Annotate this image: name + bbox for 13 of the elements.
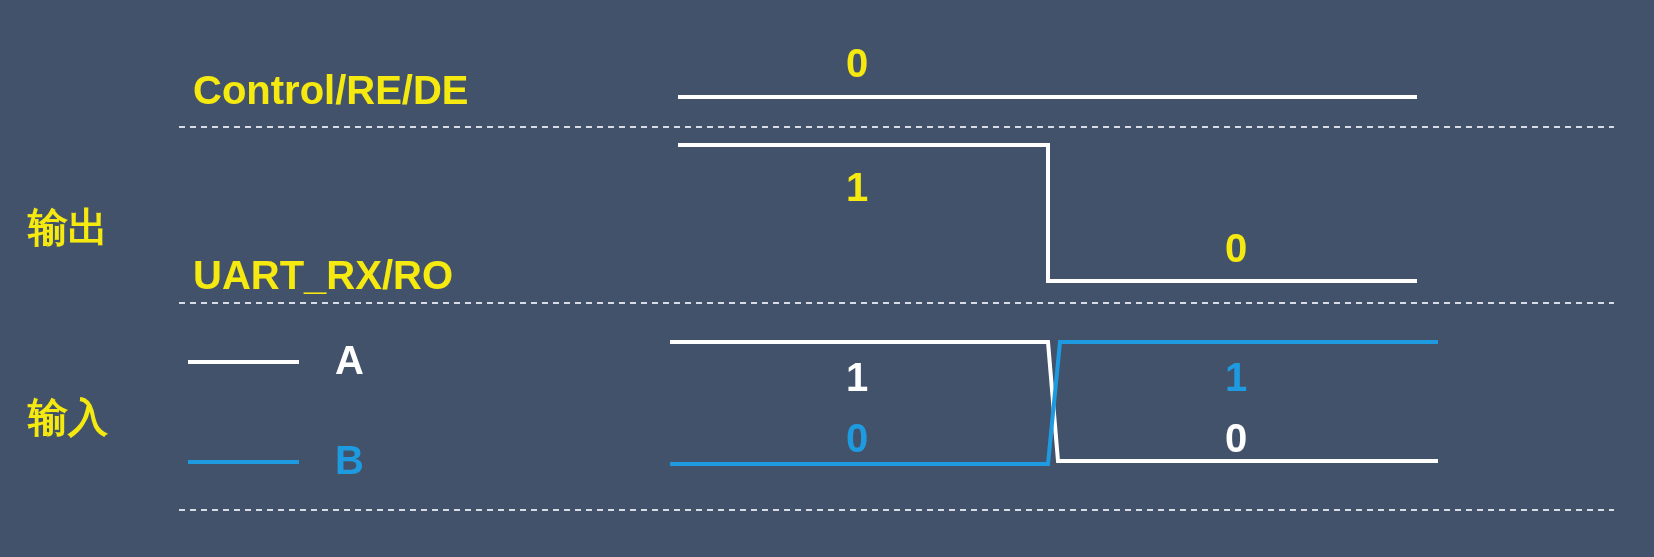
logic-level: 0	[845, 418, 869, 458]
section-label: 输出	[28, 207, 108, 247]
logic-level: 1	[1224, 357, 1248, 397]
legend-label: B	[335, 440, 364, 480]
signal-name: UART_RX/RO	[193, 255, 454, 295]
logic-level: 1	[845, 167, 869, 207]
logic-level: 0	[1224, 228, 1248, 268]
signal-name: Control/RE/DE	[193, 70, 469, 110]
logic-level: 0	[1224, 418, 1248, 458]
legend-label: A	[335, 340, 364, 380]
logic-level: 0	[845, 43, 869, 83]
logic-level: 1	[845, 357, 869, 397]
section-label: 输入	[28, 397, 108, 437]
